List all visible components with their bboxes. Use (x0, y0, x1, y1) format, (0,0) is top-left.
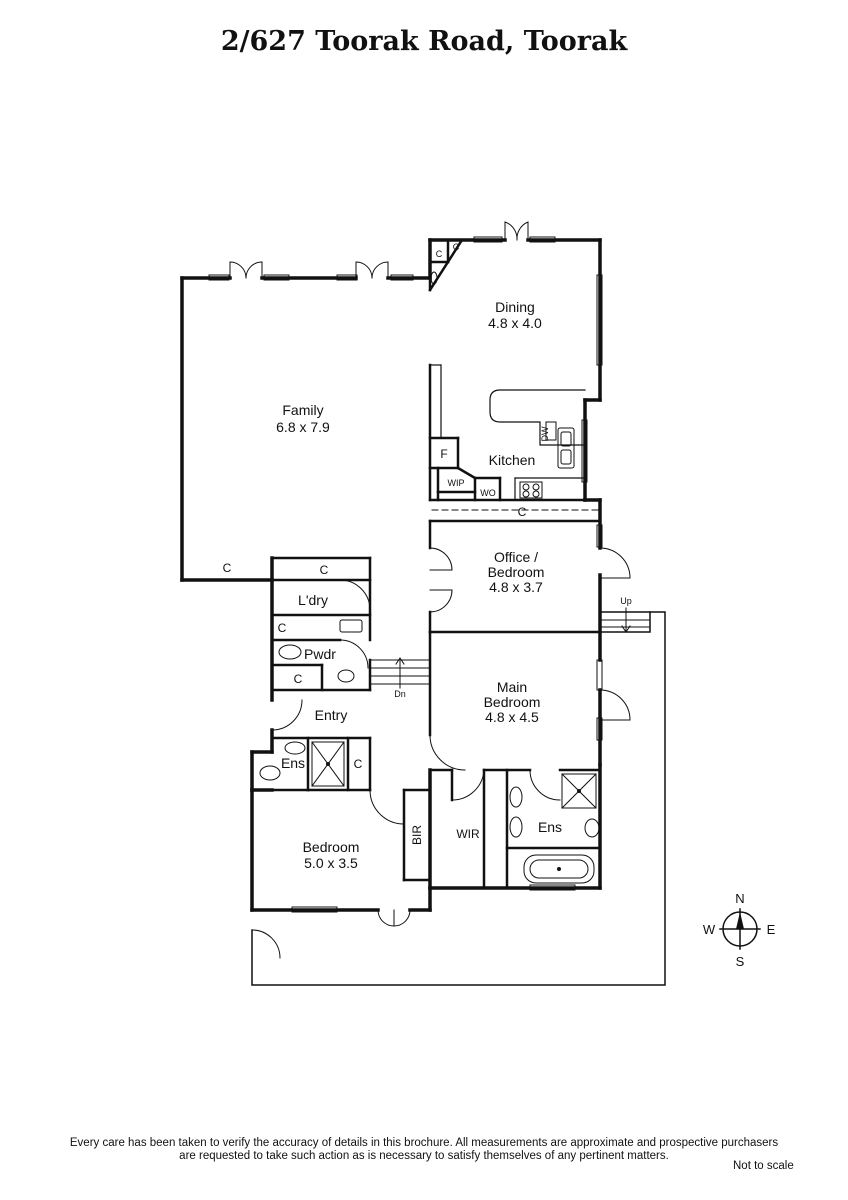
cupboard-label: C (518, 505, 527, 519)
room-dining-name: Dining (495, 299, 535, 315)
cupboard-label: C (223, 561, 232, 575)
room-office-name-2: Bedroom (488, 564, 545, 580)
room-office-size: 4.8 x 3.7 (489, 579, 543, 595)
fridge-label: F (440, 447, 447, 461)
disclaimer-line-2: are requested to take such action as is … (179, 1150, 669, 1162)
scale-note: Not to scale (733, 1160, 794, 1172)
compass-east: E (767, 922, 776, 937)
dw-label: DW (540, 426, 550, 441)
cupboard-label: C (453, 242, 460, 252)
cupboard-label: C (278, 621, 287, 635)
room-main-ensuite-name: Ens (538, 819, 562, 835)
room-bedroom-size: 5.0 x 3.5 (304, 855, 358, 871)
wip-label: WIP (448, 478, 465, 488)
cupboard-label: C (320, 563, 329, 577)
room-family-name: Family (282, 402, 323, 418)
room-main-bedroom-name-1: Main (497, 679, 527, 695)
room-entry-name: Entry (315, 707, 348, 723)
courtyard-outline (251, 611, 666, 986)
room-bir-name: BIR (410, 825, 424, 845)
exterior-walls (180, 238, 602, 912)
compass-north: N (735, 891, 744, 906)
stairs-up-label: Up (620, 596, 632, 606)
windows (208, 236, 603, 913)
compass-west: W (703, 922, 716, 937)
wo-label: WO (480, 488, 496, 498)
disclaimer: Every care has been taken to verify the … (0, 1137, 848, 1163)
cupboard-label: C (436, 249, 443, 259)
stairs-down-label: Dn (394, 689, 406, 699)
compass-south: S (736, 954, 745, 969)
cupboard-label: C (354, 757, 363, 771)
room-office-name-1: Office / (494, 549, 538, 565)
room-wir-name: WIR (456, 827, 480, 841)
room-bedroom-ensuite-name: Ens (281, 755, 305, 771)
stairs (369, 607, 651, 689)
room-main-bedroom-name-2: Bedroom (484, 694, 541, 710)
kitchen-benches (429, 364, 586, 501)
page-title: 2/627 Toorak Road, Toorak (220, 26, 628, 57)
cupboard-label: C (294, 672, 303, 686)
doors (229, 221, 631, 959)
room-dining-size: 4.8 x 4.0 (488, 315, 542, 331)
room-laundry-name: L'dry (298, 592, 328, 608)
room-family-size: 6.8 x 7.9 (276, 419, 330, 435)
room-kitchen-name: Kitchen (489, 452, 536, 468)
interior-walls (270, 238, 602, 890)
room-main-bedroom-size: 4.8 x 4.5 (485, 709, 539, 725)
disclaimer-line-1: Every care has been taken to verify the … (69, 1137, 779, 1149)
room-powder-name: Pwdr (304, 646, 336, 662)
room-bedroom-name: Bedroom (303, 839, 360, 855)
